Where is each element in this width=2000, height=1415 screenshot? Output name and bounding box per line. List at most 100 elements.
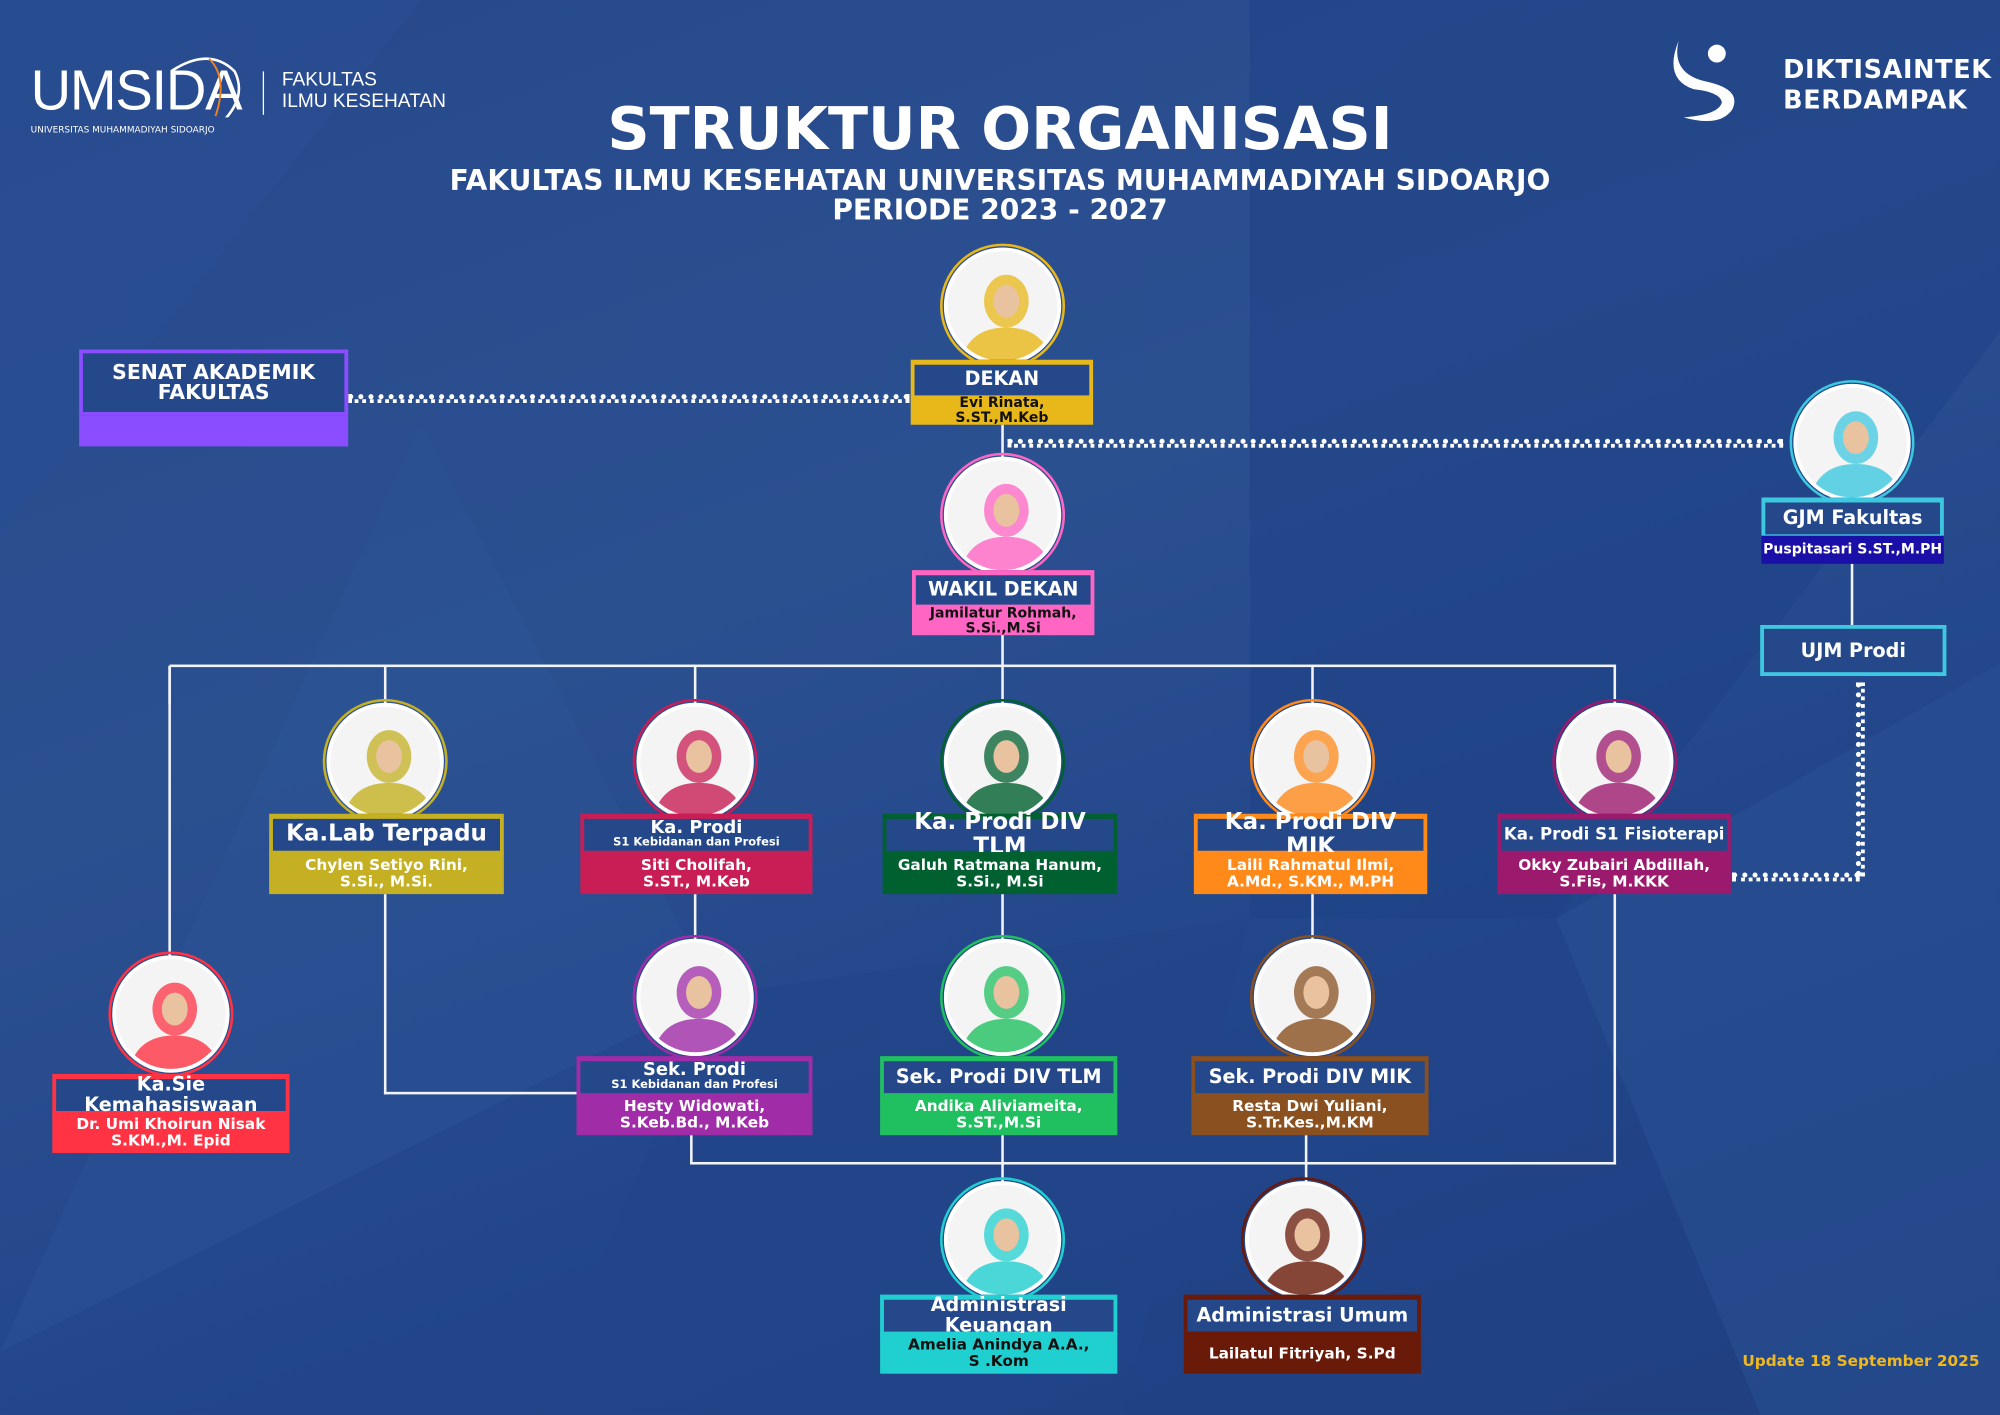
node-person-name: Dr. Umi Khoirun Nisak [76,1115,266,1134]
person-icon [1810,411,1902,498]
node-person-name: S.Si., M.Si [956,871,1044,890]
person-icon [343,730,435,817]
connector-line [693,894,697,946]
node-title: Ka.Lab Terpadu [286,820,487,847]
connector-line [1001,1135,1004,1187]
node-title: GJM Fakultas [1782,505,1923,529]
person-icon [960,730,1052,817]
connector-line [169,664,1617,668]
dotted-connector [1855,682,1865,877]
connector-line [383,1091,578,1095]
node-person-name: Evi Rinata, S.ST.,M.Keb [955,394,1049,427]
person-icon [960,1208,1052,1295]
umsida-subtitle: UNIVERSITAS MUHAMMADIYAH SIDOARJO [30,124,215,136]
period: PERIODE 2023 - 2027 [832,195,1168,228]
profile-photo [943,1181,1062,1299]
profile-photo [1244,1181,1363,1299]
faculty-line2: ILMU KESEHATAN [281,90,446,113]
diktisaintek-text: DIKTISAINTEK BERDAMPAK [1783,54,1992,115]
connector-line [1001,894,1004,946]
dotted-connector [1007,438,1784,448]
node-person-name: Chylen Setiyo Rini, [305,855,468,874]
node-person-name: Resta Dwi Yuliani, [1232,1097,1388,1116]
senat-line2: FAKULTAS [157,380,270,405]
node-title: DEKAN [964,367,1040,391]
diktisaintek-logo-icon [1673,40,1735,122]
node-title: Administrasi Keuangan [930,1293,1067,1337]
person-icon [1261,1208,1353,1295]
node-title: Ka. Prodi DIV TLM [914,808,1086,860]
node-person-name: Hesty Widowati, [623,1097,766,1116]
node-person-name: S .Kom [968,1352,1029,1370]
node-subtitle: S1 Kebidanan dan Profesi [613,836,780,850]
node-person-name: Siti Cholifah, [640,855,752,874]
node-person-name: S.Si.,M.Si [965,619,1041,636]
person-icon [1573,730,1665,817]
page-subtitle: FAKULTAS ILMU KESEHATAN UNIVERSITAS MUHA… [449,165,1551,198]
node-person-name: S.KM.,M. Epid [111,1131,231,1150]
diktisaintek-line2: BERDAMPAK [1783,84,1968,115]
person-icon [129,982,221,1069]
connector-line [690,1135,693,1164]
connector-line [383,894,387,1095]
connector-line [1613,894,1617,1165]
node-person-name: Lailatul Fitriyah, S.Pd [1208,1343,1396,1362]
person-icon [653,730,745,817]
faculty-logo-text: FAKULTAS ILMU KESEHATAN [282,69,446,112]
faculty-line1: FAKULTAS [281,68,377,91]
profile-photo [636,938,754,1057]
connector-line [1001,665,1004,705]
profile-photo [943,702,1062,821]
profile-photo [1793,383,1911,502]
profile-photo [943,938,1062,1057]
ujm-prodi-box: UJM Prodi [1760,624,1947,677]
dotted-connector [348,394,910,404]
connector-line [168,665,171,957]
node-person-name: A.Md., S.KM., M.PH [1227,871,1395,890]
connector-line [383,665,387,705]
page-title: STRUKTUR ORGANISASI [607,94,1393,164]
org-node-dekan: DEKAN Evi Rinata, S.ST.,M.Keb [910,359,1094,427]
node-person-name: Galuh Ratmana Hanum, [897,855,1103,874]
profile-photo [112,955,230,1073]
node-person-name: Puspitasari S.ST.,M.PH [1763,541,1943,558]
profile-photo [326,702,444,821]
profile-photo [943,247,1062,365]
connector-line [1613,665,1617,705]
ujm-label: UJM Prodi [1800,639,1906,662]
senat-line1: SENAT AKADEMIK [112,359,316,384]
update-date: Update 18 September 2025 [1742,1352,1980,1370]
senat-akademik-box: SENAT AKADEMIK FAKULTAS [79,349,349,447]
node-person-name: S.Si., M.Si. [339,871,434,890]
node-person-name: S.Tr.Kes.,M.KM [1246,1113,1374,1132]
profile-photo [636,702,754,821]
dotted-connector [1732,872,1860,882]
node-person-name: Laili Rahmatul Ilmi, [1226,855,1395,874]
node-title: Sek. Prodi [643,1060,746,1081]
person-icon [960,483,1052,571]
diktisaintek-line1: DIKTISAINTEK [1783,53,1992,85]
node-title: Ka. Prodi DIV MIK [1224,808,1397,860]
node-title: Ka. Prodi S1 Fisioterapi [1503,824,1725,844]
umsida-logo: UMSIDA UNIVERSITAS MUHAMMADIYAH SIDOARJO [30,57,243,136]
node-title: Sek. Prodi DIV TLM [895,1064,1102,1088]
node-person-name: Okky Zubairi Abdillah, [1518,855,1711,874]
node-person-name: S.Keb.Bd., M.Keb [619,1113,770,1132]
profile-photo [1253,702,1372,821]
connector-line [1311,665,1314,705]
connector-line [690,1161,1617,1165]
node-person-name: Amelia Anindya A.A., [907,1335,1090,1354]
